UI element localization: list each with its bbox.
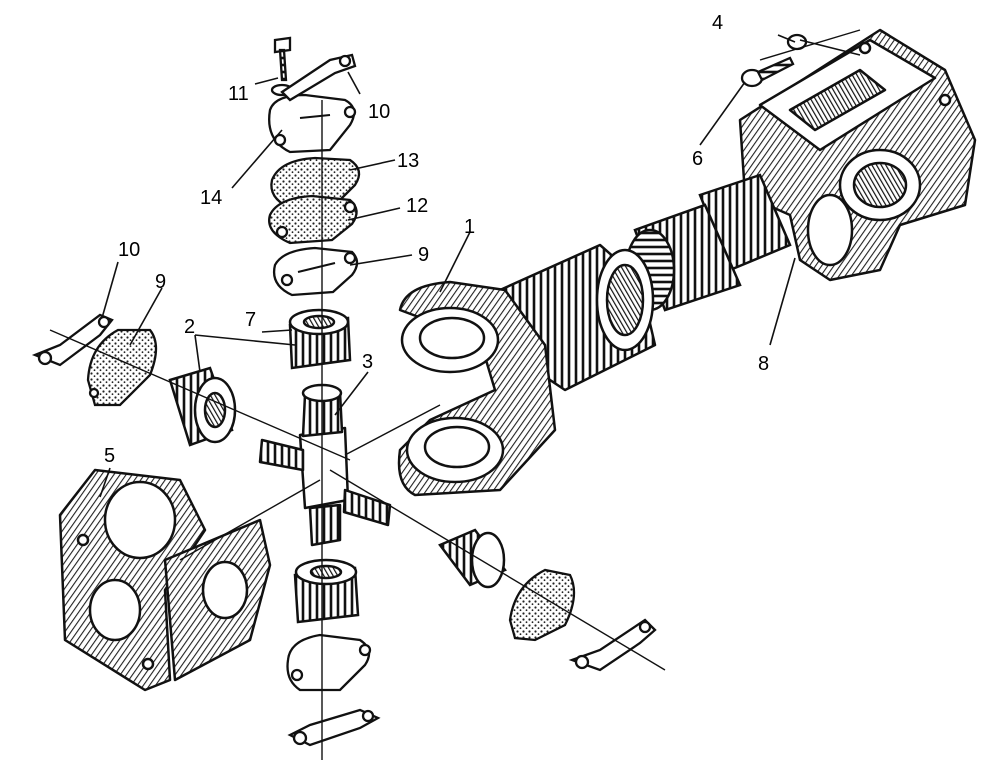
lock-strip-bottom — [287, 708, 381, 747]
flange-part-5 — [58, 468, 272, 692]
callout-11: 11 — [228, 83, 249, 105]
callout-4: 4 — [712, 12, 723, 34]
needle-bearing-part-2 — [168, 366, 237, 447]
cross-spider-part-3 — [258, 383, 392, 547]
callout-10-left: 10 — [118, 239, 140, 261]
callout-9-left: 9 — [155, 271, 166, 293]
callout-2: 2 — [184, 316, 195, 338]
callout-12: 12 — [406, 195, 428, 217]
plate-right — [508, 568, 576, 642]
lock-plate-part-14 — [268, 93, 357, 154]
needle-bearing-part-7 — [288, 308, 352, 370]
plate-part-9-left — [86, 328, 158, 407]
gasket-part-12 — [268, 194, 358, 245]
callout-7: 7 — [245, 309, 256, 331]
center-lines — [49, 29, 861, 760]
callout-3: 3 — [362, 351, 373, 373]
callout-9-top: 9 — [418, 244, 429, 266]
callout-1: 1 — [464, 216, 475, 238]
callout-14: 14 — [200, 187, 222, 209]
lock-strip-part-10-top — [280, 53, 357, 102]
plate-part-9-top — [273, 246, 359, 297]
callout-6: 6 — [692, 148, 703, 170]
needle-bearing-bottom — [293, 558, 360, 624]
needle-bearing-right — [438, 528, 507, 589]
callout-13: 13 — [397, 150, 419, 172]
callout-5: 5 — [104, 445, 115, 467]
lock-strip-right — [568, 618, 657, 672]
bolt-part-6 — [740, 56, 795, 88]
cover-part-13 — [270, 156, 361, 210]
plate-bottom — [286, 633, 372, 692]
callout-8: 8 — [758, 353, 769, 375]
callout-labels: 1 2 3 4 5 6 7 8 9 9 10 10 11 12 13 14 — [104, 12, 769, 467]
leader-lines — [99, 34, 861, 498]
housing-part-8 — [738, 28, 977, 282]
yoke-part-1 — [397, 243, 657, 497]
callout-10-top: 10 — [368, 101, 390, 123]
